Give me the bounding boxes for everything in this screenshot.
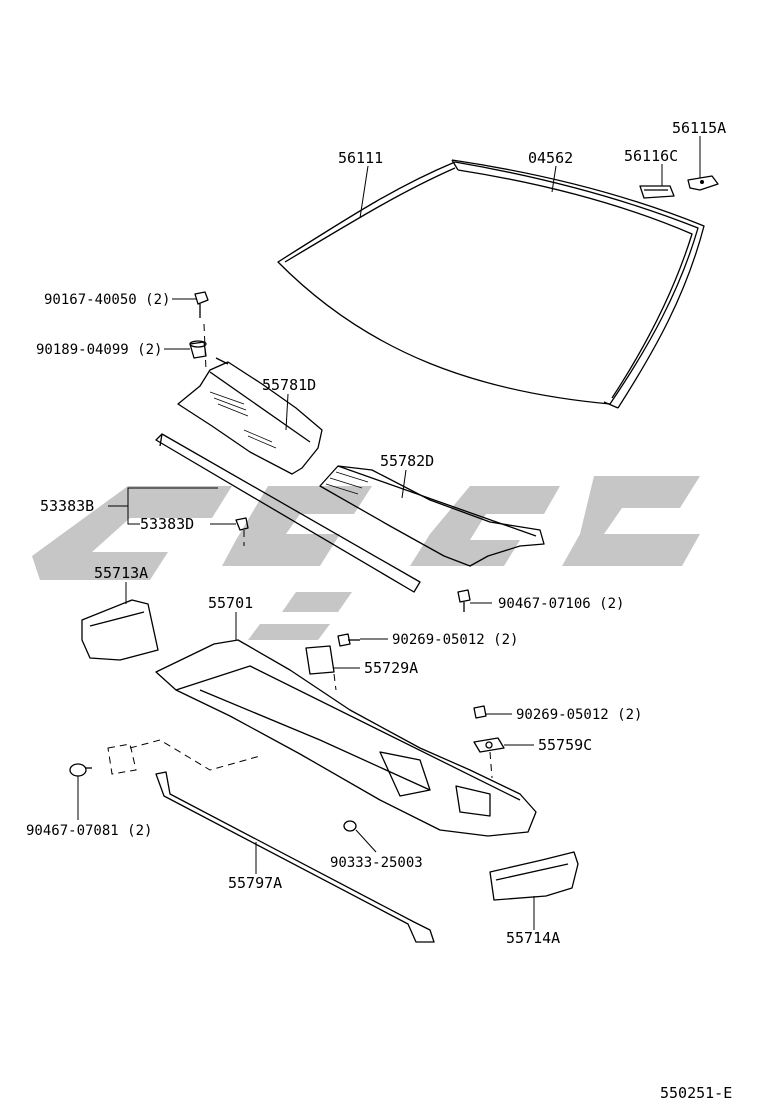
label-55729a: 55729A [364, 659, 418, 677]
screw-90467-07106 [457, 589, 471, 612]
brace-55797a [155, 771, 435, 943]
bolt-90269-a [337, 633, 360, 647]
label-90189: 90189-04099 (2) [36, 342, 162, 358]
bolt-90269-b [473, 705, 487, 719]
cushion-90189 [189, 340, 207, 359]
windshield-molding [451, 159, 705, 409]
clip-56116c [639, 185, 675, 199]
dashed-lead [203, 323, 207, 371]
windshield-glass [277, 161, 699, 405]
diagram-code: 550251-E [660, 1084, 732, 1102]
label-90467-07081: 90467-07081 (2) [26, 823, 152, 839]
label-55797a: 55797A [228, 874, 282, 892]
bracket-55713a [81, 599, 159, 661]
label-90467-07106: 90467-07106 (2) [498, 596, 624, 612]
plug-90333 [343, 820, 357, 832]
label-56111: 56111 [338, 149, 383, 167]
label-53383b: 53383B [40, 497, 94, 515]
label-90167: 90167-40050 (2) [44, 292, 170, 308]
dashed-lead-2 [129, 739, 261, 771]
clip-90467-07081 [69, 763, 92, 777]
label-55714a: 55714A [506, 929, 560, 947]
bracket-55714a [489, 851, 579, 901]
bolt-90167 [194, 291, 209, 318]
label-90333: 90333-25003 [330, 855, 423, 871]
plate-55729a [305, 645, 335, 675]
cowl-panel-55701 [155, 639, 537, 837]
label-55701: 55701 [208, 594, 253, 612]
label-53383d: 53383D [140, 515, 194, 533]
label-55713a: 55713A [94, 564, 148, 582]
watermark-logo [32, 476, 700, 640]
dashed-outline [107, 743, 137, 775]
cowl-panel-55782d [319, 465, 545, 567]
leader-lines [77, 136, 701, 930]
clip-53383d [235, 517, 249, 531]
seal-strip-53383b [155, 433, 421, 593]
gasket-55759c [473, 737, 505, 753]
label-90269-b: 90269-05012 (2) [516, 707, 642, 723]
cowl-panel-55781d [177, 357, 323, 475]
label-55782d: 55782D [380, 452, 434, 470]
label-55759c: 55759C [538, 736, 592, 754]
label-56116c: 56116C [624, 147, 678, 165]
label-56115a: 56115A [672, 119, 726, 137]
label-04562: 04562 [528, 149, 573, 167]
label-55781d: 55781D [262, 376, 316, 394]
label-90269-a: 90269-05012 (2) [392, 632, 518, 648]
clip-56115a [687, 175, 719, 191]
